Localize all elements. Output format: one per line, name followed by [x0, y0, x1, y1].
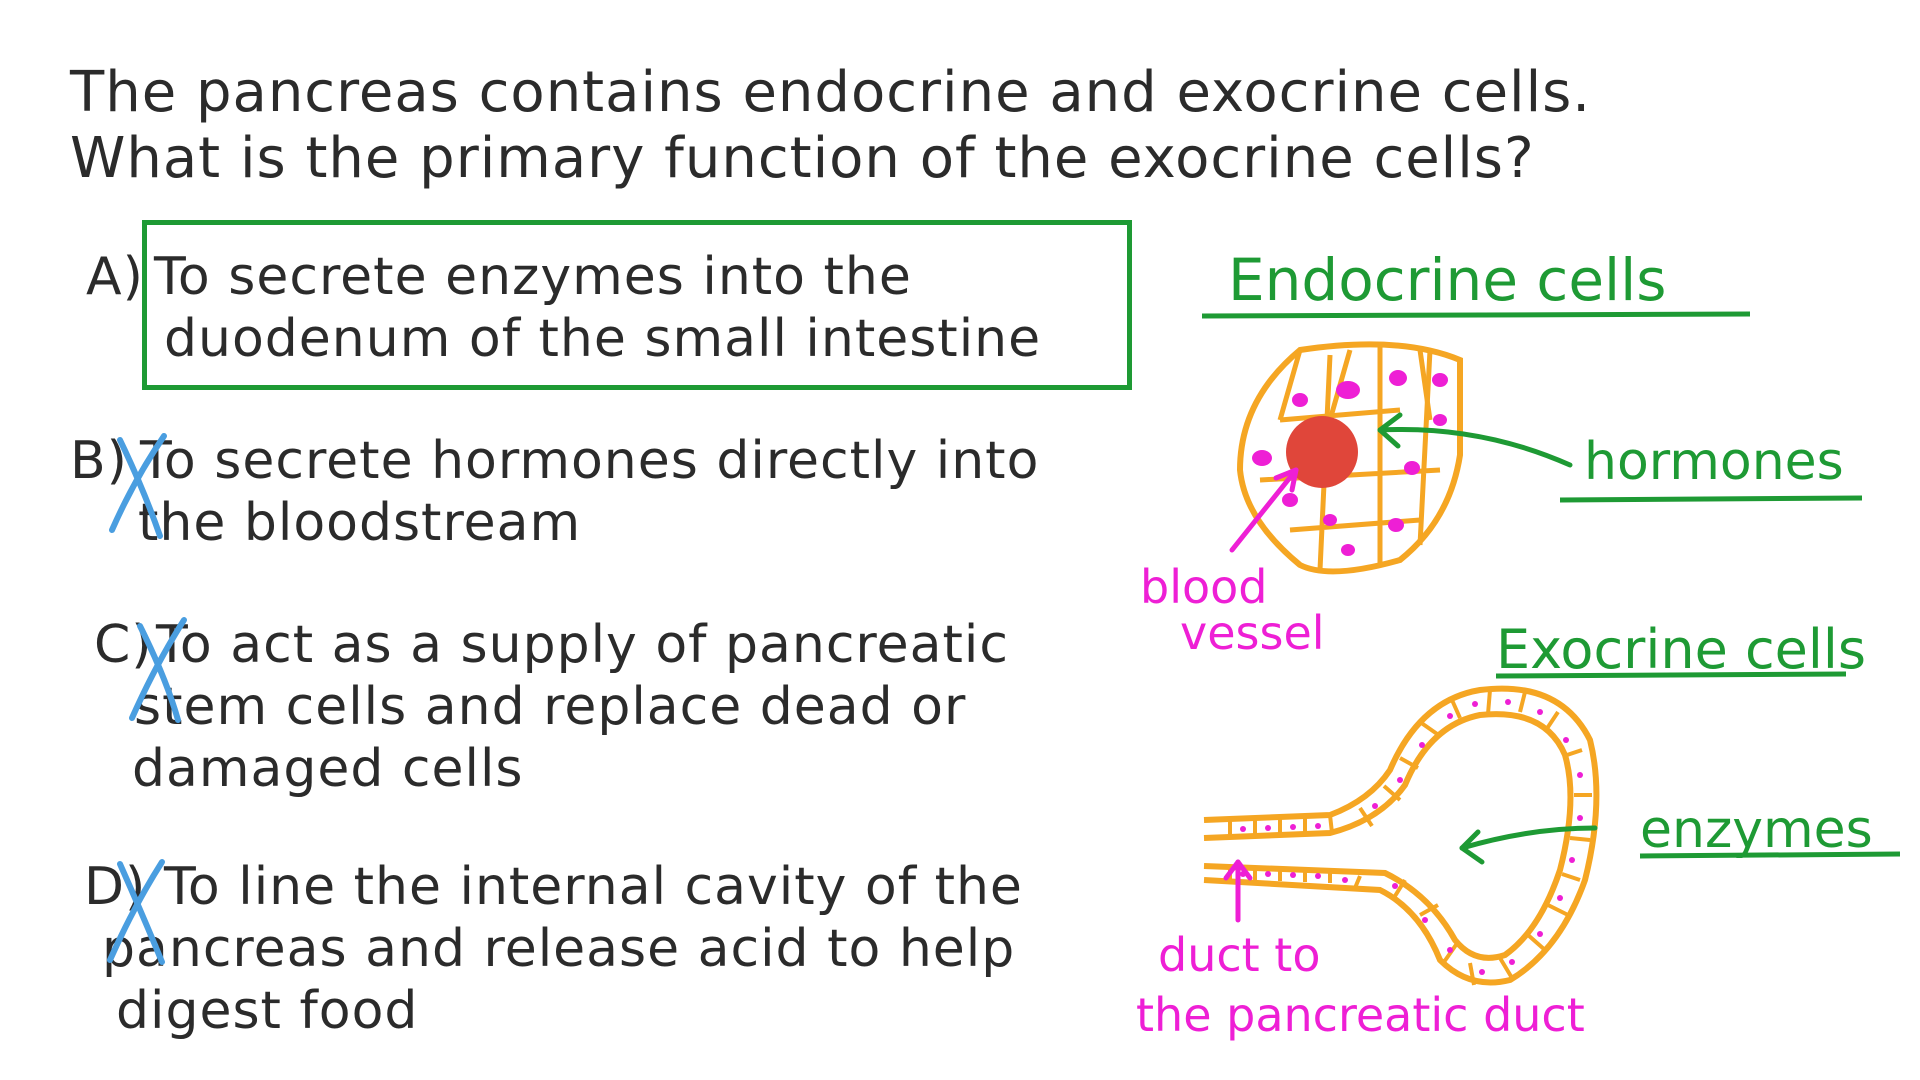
blood-vessel-icon [1286, 416, 1358, 488]
option-d-line-3: digest food [116, 981, 419, 1041]
endocrine-underline [1201, 311, 1751, 319]
hormones-label: hormones [1584, 432, 1844, 492]
enzymes-underline [1639, 851, 1901, 859]
endocrine-islet [1229, 341, 1573, 575]
option-c[interactable]: C) To act as a supply of pancreatic stem… [94, 614, 1134, 800]
blood-vessel-label-2: vessel [1180, 606, 1325, 660]
duct-label-1: duct to [1158, 928, 1321, 982]
correct-answer-box [142, 220, 1132, 390]
option-b-line-2: the bloodstream [138, 493, 582, 553]
option-b[interactable]: B) To secrete hormones directly into the… [70, 430, 1130, 554]
enzymes-label: enzymes [1640, 800, 1873, 860]
option-d[interactable]: D) To line the internal cavity of the pa… [84, 856, 1144, 1042]
option-a-line-1: To secrete enzymes into the [154, 247, 912, 307]
exocrine-acinus [1203, 685, 1600, 986]
cross-mark-b-icon [109, 433, 167, 539]
option-c-line-3: damaged cells [132, 739, 524, 799]
option-c-line-2: stem cells and replace dead or [134, 677, 967, 737]
blood-vessel-label-1: blood [1140, 560, 1268, 614]
duct-label-2: the pancreatic duct [1136, 988, 1585, 1042]
option-c-line-1: To act as a supply of pancreatic [156, 615, 1009, 675]
question-line-1: The pancreas contains endocrine and exoc… [70, 60, 1592, 125]
hormones-underline [1559, 495, 1863, 503]
exocrine-title: Exocrine cells [1496, 618, 1867, 681]
endocrine-title: Endocrine cells [1228, 246, 1667, 314]
option-a-letter: A) [86, 247, 144, 307]
cross-mark-c-icon [129, 617, 187, 723]
option-a[interactable]: A) To secrete enzymes into the duodenum … [86, 246, 1126, 370]
option-d-line-1: To line the internal cavity of the [164, 857, 1023, 917]
cross-mark-d-icon [107, 859, 165, 965]
option-a-line-2: duodenum of the small intestine [164, 309, 1042, 369]
option-d-line-2: pancreas and release acid to help [102, 919, 1016, 979]
question-line-2: What is the primary function of the exoc… [70, 126, 1535, 191]
exocrine-underline [1495, 671, 1847, 679]
option-b-line-1: To secrete hormones directly into [140, 431, 1040, 491]
